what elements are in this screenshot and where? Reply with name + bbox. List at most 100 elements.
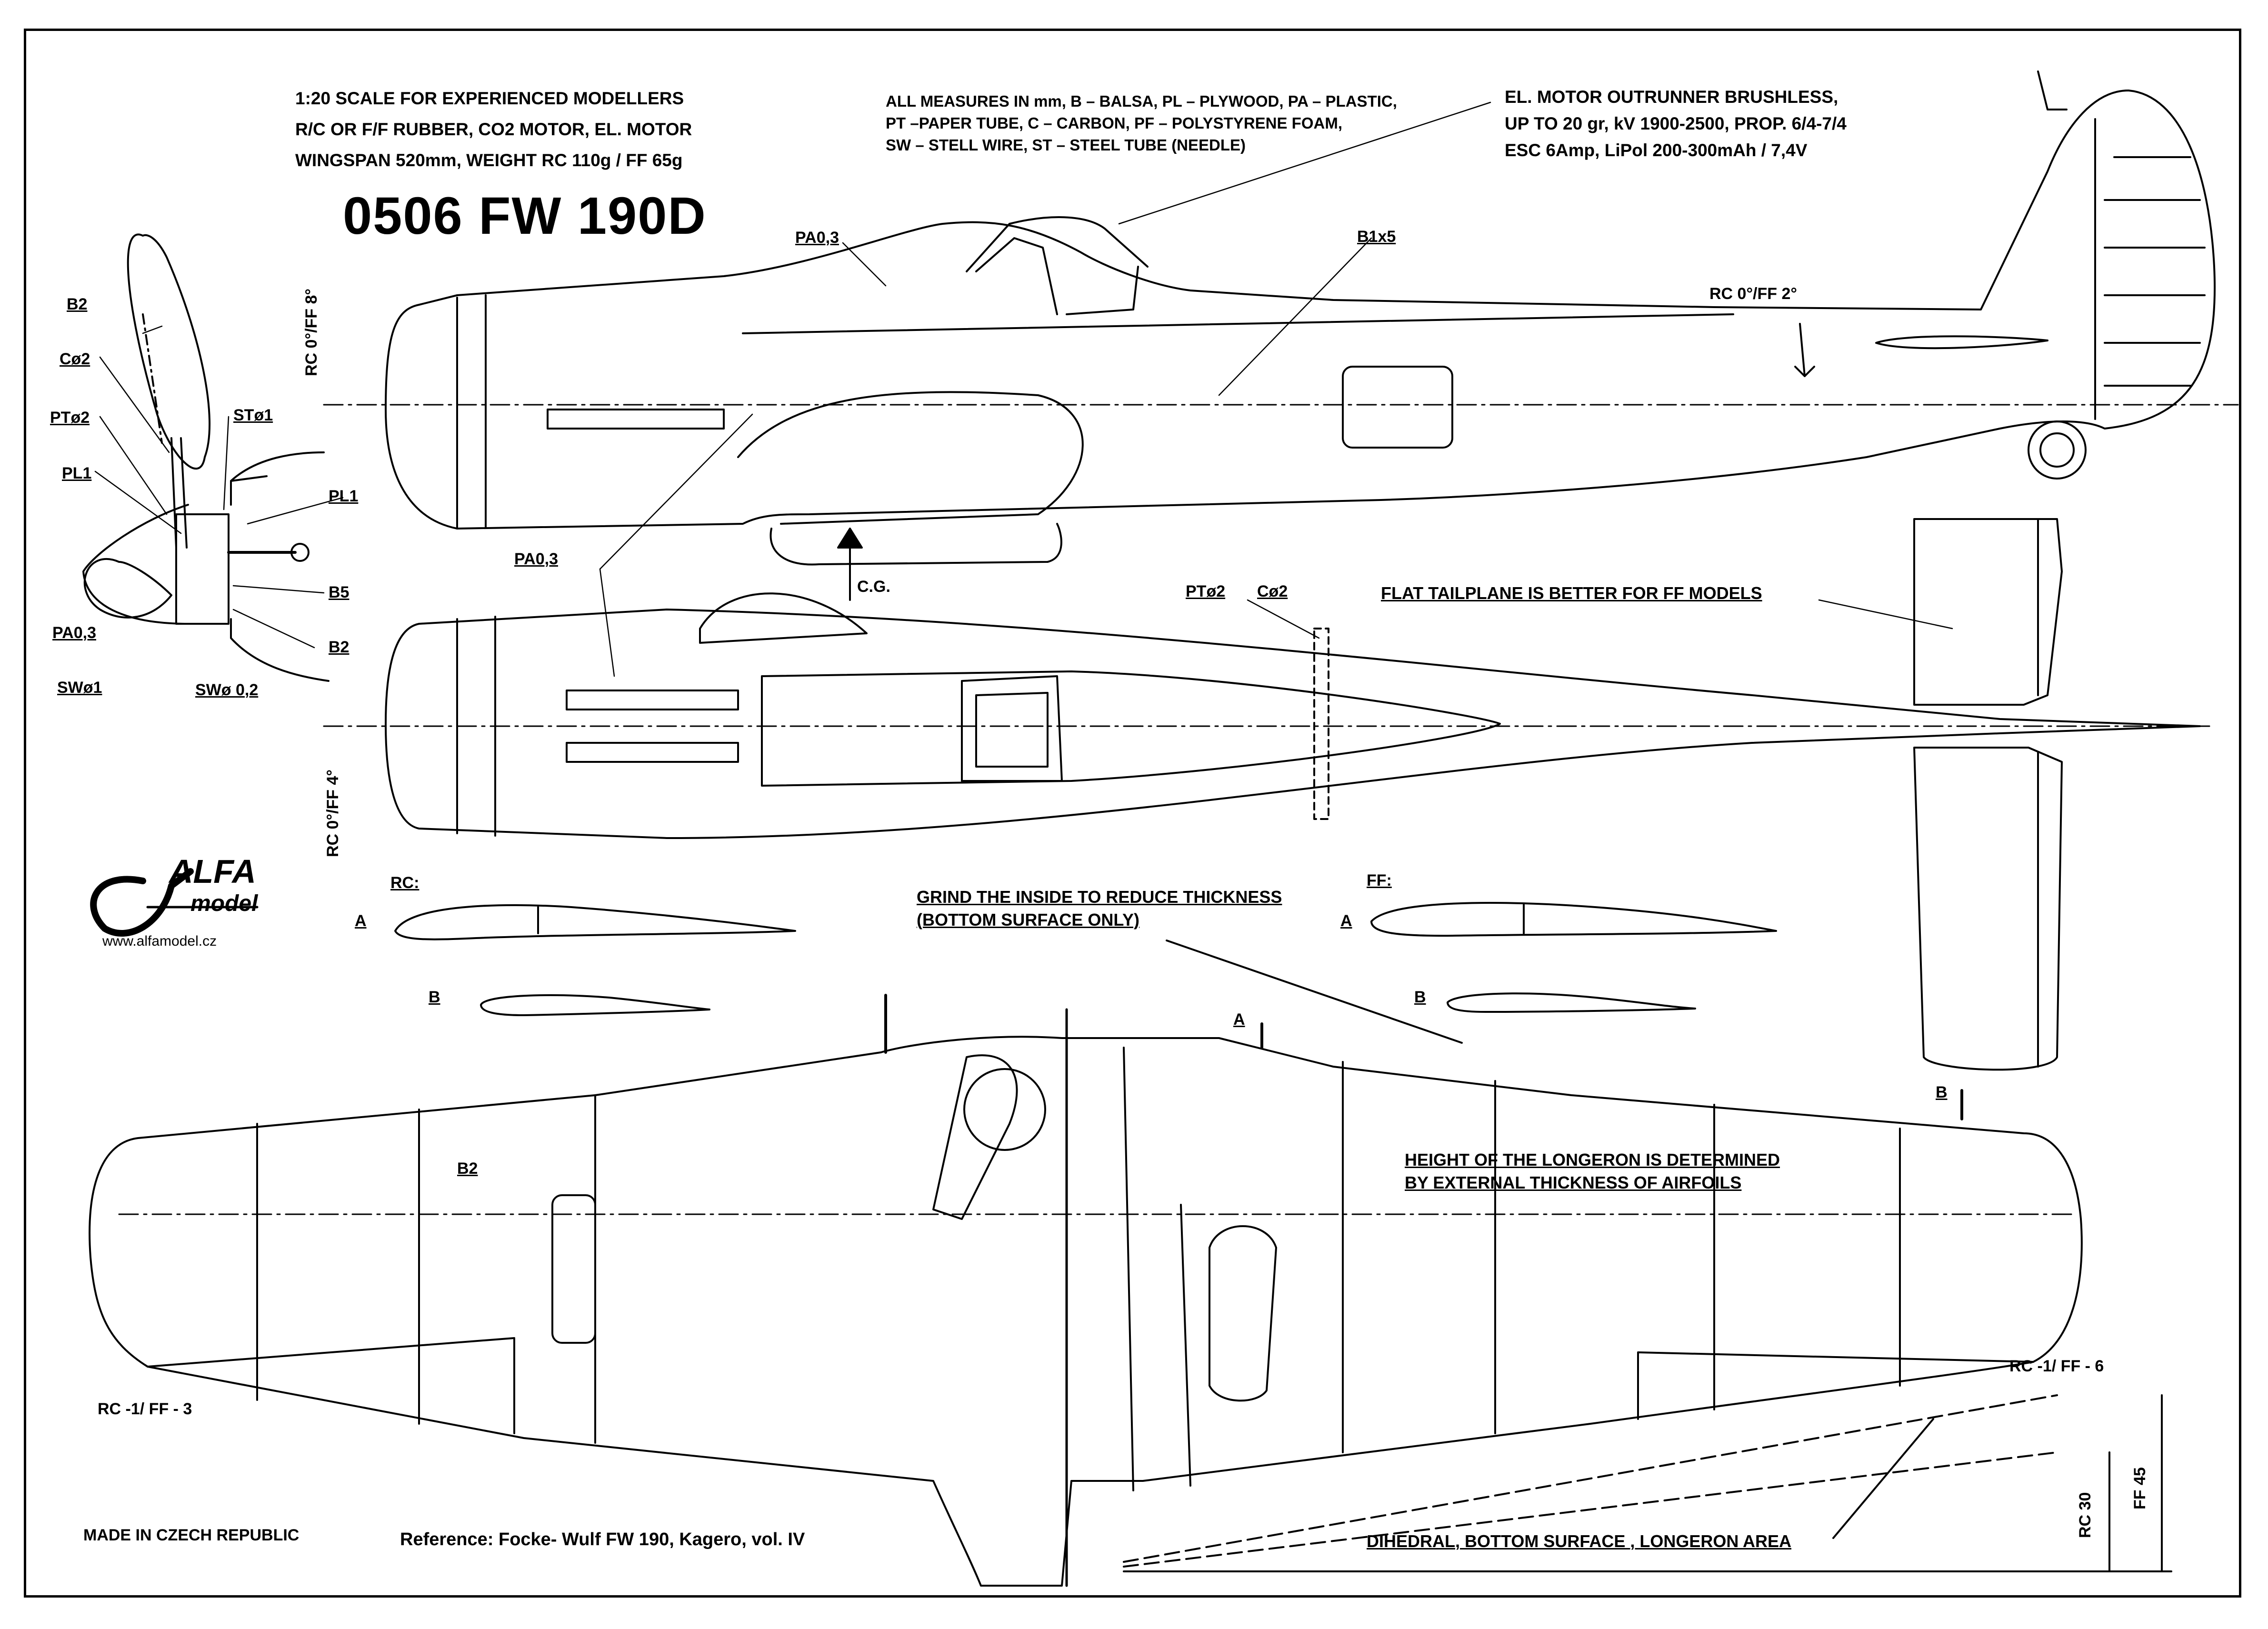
logo-brand-top: ALFA <box>169 853 256 890</box>
label-b2-nose: B2 <box>329 638 350 656</box>
power-options-note: R/C OR F/F RUBBER, CO2 MOTOR, EL. MOTOR <box>295 120 692 139</box>
label-pa03-canopy: PA0,3 <box>795 229 839 247</box>
label-ff45: FF 45 <box>2131 1467 2149 1509</box>
legend-line-1: ALL MEASURES IN mm, B – BALSA, PL – PLYW… <box>886 92 1397 110</box>
label-pl1-left: PL1 <box>62 464 92 482</box>
top-cockpit-shape <box>761 670 1501 787</box>
motor-line-1: EL. MOTOR OUTRUNNER BRUSHLESS, <box>1505 87 1838 107</box>
note-grind-line-2: (BOTTOM SURFACE ONLY) <box>917 910 1140 929</box>
label-ff-a: A <box>1340 912 1352 930</box>
nose-ring-top <box>230 475 268 482</box>
label-pt2-top: PTø2 <box>1186 582 1226 600</box>
alfa-logo-mark <box>90 868 259 937</box>
motor-line-3: ESC 6Amp, LiPol 200-300mAh / 7,4V <box>1505 140 1808 160</box>
label-cg: C.G. <box>857 578 890 596</box>
label-b1x5: B1x5 <box>1357 228 1396 246</box>
top-stab-spar <box>1313 628 1329 820</box>
logo-url[interactable]: www.alfamodel.cz <box>102 933 217 949</box>
label-pa03-left: PA0,3 <box>52 624 96 642</box>
label-c2-top: Cø2 <box>1257 582 1288 600</box>
exhaust-slot-upper <box>566 690 739 710</box>
rudder-ribs <box>2104 156 2206 387</box>
airfoil-profiles <box>394 902 1777 1044</box>
logo-swoosh <box>90 868 194 937</box>
label-rc-b: B <box>429 988 440 1006</box>
tail-wheel <box>2028 420 2087 480</box>
logo-brand-bottom: model <box>190 891 258 916</box>
canopy-frame <box>975 237 1058 315</box>
side-fuselage-outline <box>385 90 2216 530</box>
side-tailplane <box>1875 335 2048 350</box>
label-rc-a: A <box>355 912 367 930</box>
label-ff-b: B <box>1414 988 1426 1006</box>
motor-line-2: UP TO 20 gr, kV 1900-2500, PROP. 6/4-7/4 <box>1505 114 1847 133</box>
cg-arrow <box>837 528 863 601</box>
rc-airfoil-b <box>480 994 710 1016</box>
label-rc-ff3: RC -1/ FF - 3 <box>98 1400 192 1418</box>
label-pl1-right: PL1 <box>329 487 359 505</box>
note-grind-line-1: GRIND THE INSIDE TO REDUCE THICKNESS <box>917 887 1282 907</box>
label-c2: Cø2 <box>60 350 90 368</box>
wheel-well-left <box>551 1194 596 1344</box>
legend-line-2: PT –PAPER TUBE, C – CARBON, PF – POLYSTY… <box>886 114 1342 132</box>
made-in-label: MADE IN CZECH REPUBLIC <box>83 1526 300 1544</box>
leader-lines <box>94 101 1953 677</box>
label-rc-ff2: RC 0°/FF 2° <box>1709 285 1797 303</box>
wing-root-side <box>737 391 1084 525</box>
label-section-a-wing: A <box>1233 1010 1245 1029</box>
ff-airfoil-b <box>1447 992 1696 1013</box>
tail-incidence-mark <box>1794 323 1815 377</box>
reference-label: Reference: Focke- Wulf FW 190, Kagero, v… <box>400 1529 805 1549</box>
label-pt2: PTø2 <box>50 409 90 427</box>
flap-right <box>1123 1047 1191 1491</box>
label-sw02: SWø 0,2 <box>195 681 259 699</box>
spine-line <box>742 313 1734 334</box>
label-pa03-cowl: PA0,3 <box>514 550 558 568</box>
tail-wheel-hub <box>2039 432 2075 468</box>
aileron-right <box>1637 1351 2034 1420</box>
label-sw1: SWø1 <box>57 679 102 697</box>
stabilizer-upper <box>1913 518 2063 706</box>
dihedral-diagram <box>1123 1394 2172 1572</box>
label-section-b-wing: B <box>1936 1083 1948 1101</box>
wing-outline <box>89 1036 2083 1587</box>
wheel <box>963 1068 1046 1151</box>
exhaust-stacks <box>547 409 725 430</box>
cowl-section-lower <box>230 618 330 682</box>
aileron-left <box>147 1337 515 1434</box>
propeller-blade <box>127 233 211 470</box>
label-rc-ff4: RC 0°/FF 4° <box>324 770 342 857</box>
propeller-blade-lower <box>83 558 172 619</box>
drawing-frame <box>24 29 2241 1598</box>
dihedral-rc-line <box>1123 1451 2058 1568</box>
top-fuselage-outline <box>385 609 2201 839</box>
top-view <box>323 518 2215 1071</box>
label-st1: STø1 <box>233 406 273 424</box>
label-rc30: RC 30 <box>2076 1492 2094 1538</box>
note-longeron-line-2: BY EXTERNAL THICKNESS OF AIRFOILS <box>1405 1173 1742 1192</box>
canopy-frame-2 <box>1066 266 1139 315</box>
label-rc-ff6: RC -1/ FF - 6 <box>2009 1357 2104 1375</box>
wing-planform <box>89 994 2083 1587</box>
legend-line-3: SW – STELL WIRE, ST – STEEL TUBE (NEEDLE… <box>886 136 1246 154</box>
note-longeron-line-1: HEIGHT OF THE LONGERON IS DETERMINED <box>1405 1150 1780 1169</box>
label-rc-profile: RC: <box>390 874 420 892</box>
wheel-well-right <box>1209 1225 1277 1402</box>
label-b2-wing: B2 <box>457 1159 478 1178</box>
detail-centerline <box>142 313 163 444</box>
cowl-rings <box>456 294 487 530</box>
fin <box>2037 70 2068 110</box>
landing-gear <box>932 1054 1018 1220</box>
note-tailplane: FLAT TAILPLANE IS BETTER FOR FF MODELS <box>1381 583 1762 603</box>
dihedral-leader <box>1832 1418 1934 1539</box>
label-rc-ff8: RC 0°/FF 8° <box>302 289 320 376</box>
motor-mount <box>175 513 230 625</box>
prop-shaft-2 <box>180 437 188 549</box>
dihedral-ff-line <box>1123 1394 2058 1563</box>
propeller-detail <box>82 233 330 682</box>
side-view <box>323 70 2239 601</box>
scale-note: 1:20 SCALE FOR EXPERIENCED MODELLERS <box>295 89 684 108</box>
ff-airfoil-a <box>1370 902 1777 937</box>
